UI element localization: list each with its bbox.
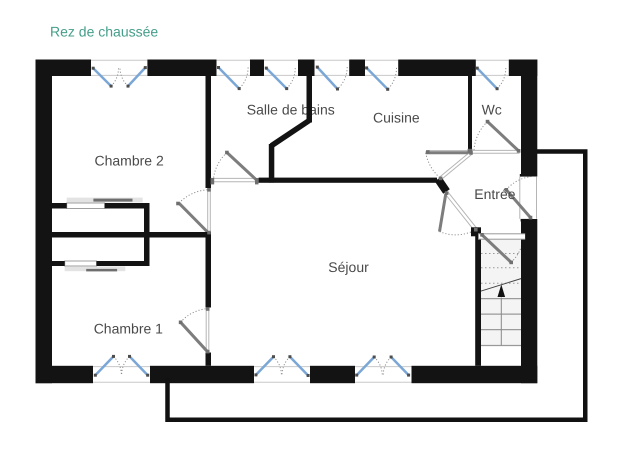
svg-text:Wc: Wc [482,102,502,118]
svg-text:Chambre 2: Chambre 2 [95,153,164,169]
svg-text:Cuisine: Cuisine [373,110,420,126]
svg-text:Séjour: Séjour [328,259,369,275]
svg-text:Salle de bains: Salle de bains [247,102,335,118]
svg-text:Chambre 1: Chambre 1 [94,321,163,337]
svg-text:Entrée: Entrée [474,186,515,202]
svg-text:Rez de chaussée: Rez de chaussée [50,24,158,40]
